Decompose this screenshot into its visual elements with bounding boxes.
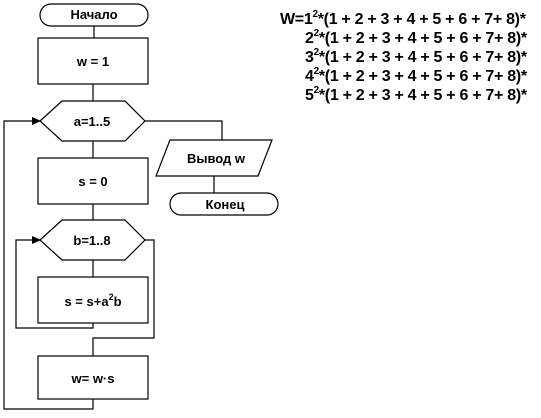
formula-exp: 2 bbox=[312, 9, 318, 20]
init-w-label: w = 1 bbox=[76, 54, 109, 69]
end-terminator: Конец bbox=[169, 192, 279, 216]
output-w-io: Вывод w bbox=[155, 139, 273, 177]
formula-sum: *(1 + 2 + 3 + 4 + 5 + 6 + 7+ 8)* bbox=[317, 11, 526, 28]
formula-base: 1 bbox=[303, 11, 313, 28]
formula-line-2: 22*(1 + 2 + 3 + 4 + 5 + 6 + 7+ 8)* bbox=[280, 29, 527, 48]
connector-loop-a-back-edge bbox=[3, 117, 94, 410]
formula-line-1: W=12*(1 + 2 + 3 + 4 + 5 + 6 + 7+ 8)* bbox=[280, 10, 527, 29]
formula-base: 5 bbox=[305, 87, 314, 104]
loop-a-label: a=1..5 bbox=[74, 114, 111, 129]
connector-loop-a-exit bbox=[145, 120, 223, 140]
formula-base: 4 bbox=[305, 68, 314, 85]
formula-line-5: 52*(1 + 2 + 3 + 4 + 5 + 6 + 7+ 8)* bbox=[280, 86, 527, 105]
loop-a-header: a=1..5 bbox=[39, 100, 146, 142]
start-label: Начало bbox=[70, 7, 117, 22]
formula-line-4: 42*(1 + 2 + 3 + 4 + 5 + 6 + 7+ 8)* bbox=[280, 67, 527, 86]
update-s-label: s = s+a2b bbox=[64, 292, 121, 309]
formula-base: 3 bbox=[305, 49, 314, 66]
formula-sum: *(1 + 2 + 3 + 4 + 5 + 6 + 7+ 8)* bbox=[318, 68, 527, 85]
update-w-label: w= w·s bbox=[71, 371, 115, 386]
formula-exp: 2 bbox=[313, 66, 320, 77]
formula-exp: 2 bbox=[313, 28, 320, 39]
output-w-label: Вывод w bbox=[187, 151, 246, 166]
start-terminator: Начало bbox=[39, 3, 149, 27]
formula-base: 2 bbox=[305, 30, 314, 47]
formula-exp: 2 bbox=[313, 47, 320, 58]
update-s-process: s = s+a2b bbox=[37, 276, 149, 324]
formula-sum: *(1 + 2 + 3 + 4 + 5 + 6 + 7+ 8)* bbox=[318, 49, 527, 66]
update-w-process: w= w·s bbox=[37, 355, 149, 400]
formula-sum: *(1 + 2 + 3 + 4 + 5 + 6 + 7+ 8)* bbox=[318, 30, 527, 47]
init-s-process: s = 0 bbox=[37, 157, 149, 205]
connector-loop-b-back-edge bbox=[15, 236, 94, 329]
formula-exp: 2 bbox=[313, 85, 320, 96]
formula-sum: *(1 + 2 + 3 + 4 + 5 + 6 + 7+ 8)* bbox=[318, 87, 527, 104]
init-s-label: s = 0 bbox=[78, 174, 107, 189]
formula-block: W=12*(1 + 2 + 3 + 4 + 5 + 6 + 7+ 8)* 22*… bbox=[280, 10, 527, 105]
init-w-process: w = 1 bbox=[37, 37, 149, 85]
loop-b-label: b=1..8 bbox=[73, 233, 110, 248]
formula-line-3: 32*(1 + 2 + 3 + 4 + 5 + 6 + 7+ 8)* bbox=[280, 48, 527, 67]
loop-b-header: b=1..8 bbox=[39, 219, 146, 261]
end-label: Конец bbox=[206, 197, 245, 212]
connector-loop-b-exit bbox=[92, 239, 155, 356]
formula-lead: W= bbox=[280, 11, 304, 28]
